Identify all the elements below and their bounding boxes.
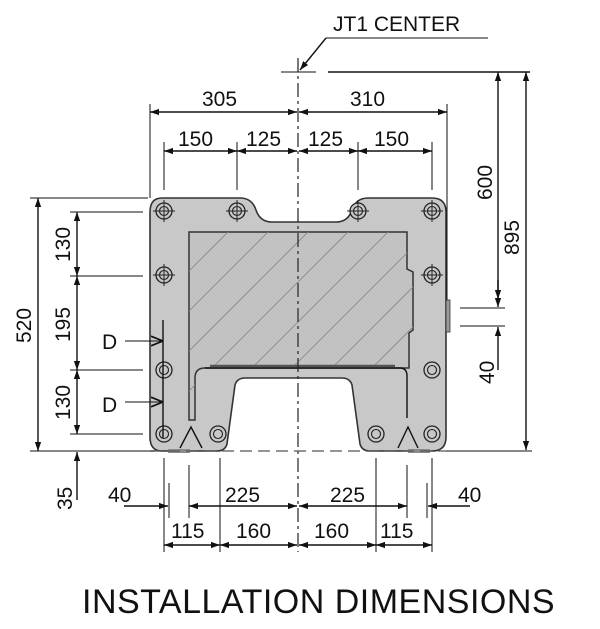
bolt-icon [155,425,173,443]
dim-bottom-160-right: 160 [314,520,349,543]
dim-left-520: 520 [13,308,36,343]
dim-top-150-left: 150 [178,128,213,151]
dim-bottom-40-left: 40 [108,484,131,507]
jt1-center-label: JT1 CENTER [333,13,460,36]
dim-bottom-225-right: 225 [330,484,365,507]
bolt-icon [153,200,175,222]
dim-bottom-160-left: 160 [236,520,271,543]
section-marker-d-lower: D [102,394,117,417]
jt1-center-callout: JT1 CENTER [299,13,488,71]
dim-right-895: 895 [501,220,524,255]
dim-bottom-115-left: 115 [171,520,204,543]
dim-right-600: 600 [474,165,497,200]
top-dimensions: 305 310 150 125 125 150 [149,88,448,300]
bolt-icon [209,425,227,443]
dim-top-305: 305 [202,88,237,111]
dim-left-35: 35 [54,487,77,510]
bolt-icon [155,361,173,379]
left-dimensions: 520 130 195 130 35 D D [13,197,164,510]
bolt-icon [423,361,441,379]
bolt-icon [347,200,369,222]
dim-bottom-40-right: 40 [458,484,481,507]
dim-bottom-225-left: 225 [225,484,260,507]
dim-top-125-right: 125 [308,128,343,151]
dim-left-130-lower: 130 [52,385,75,420]
bolt-icon [421,264,443,286]
dim-top-150-right: 150 [374,128,409,151]
dim-left-195: 195 [52,307,75,342]
dim-top-125-left: 125 [246,128,281,151]
bottom-dimensions: 40 225 225 40 115 160 160 115 [108,458,481,552]
dim-left-130-upper: 130 [52,227,75,262]
mounting-bolts [153,200,443,443]
drawing-title: INSTALLATION DIMENSIONS [82,583,555,621]
dim-bottom-115-right: 115 [380,520,413,543]
dim-right-40: 40 [476,361,499,384]
section-marker-d-upper: D [102,331,117,354]
right-dimensions: 600 895 40 [446,72,532,452]
bolt-icon [423,425,441,443]
bolt-icon [421,200,443,222]
dim-top-310: 310 [350,88,385,111]
bolt-icon [367,425,385,443]
bolt-icon [153,264,175,286]
bolt-icon [226,200,248,222]
